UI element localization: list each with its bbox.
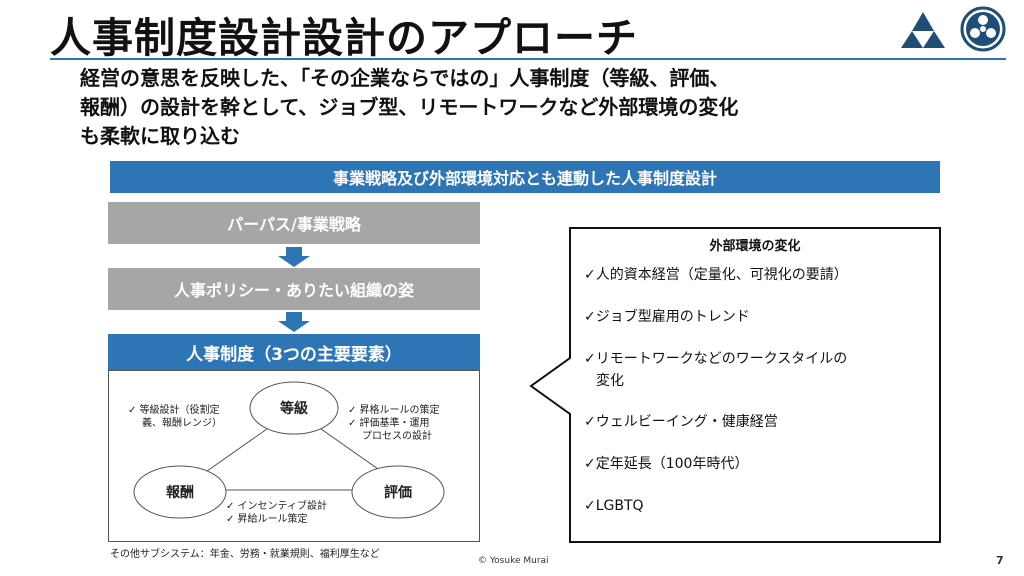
environment-callout-shape: [529, 227, 941, 543]
hr-system-box: 人事制度（3つの主要要素）: [108, 334, 480, 370]
page-title: 人事制度設計設計のアプローチ: [50, 14, 638, 62]
environment-item: ✓リモートワークなどのワークスタイルの: [584, 351, 848, 367]
copyright-text: © Yosuke Murai: [478, 556, 549, 566]
evaluation-note: ✓ 昇格ルールの策定 ✓ 評価基準・運用 プロセスの設計: [348, 404, 440, 443]
lead-text: 経営の意思を反映した、「その企業ならではの」人事制度（等級、評価、 報酬）の設計…: [80, 64, 980, 151]
reward-note-line: ✓ インセンティブ設計: [226, 501, 327, 512]
lead-line-1: 経営の意思を反映した、「その企業ならではの」人事制度（等級、評価、: [80, 66, 730, 90]
triangle-relationship-graphic: [133, 381, 445, 519]
evaluation-note-line: ✓ 昇格ルールの策定: [348, 405, 440, 416]
title-underline: [50, 58, 1006, 60]
triangle-mark-icon: [901, 12, 945, 48]
environment-item: ✓定年延長（100年時代）: [584, 456, 749, 472]
reward-note-line: ✓ 昇給ルール策定: [226, 514, 308, 525]
hr-system-diagram: [108, 370, 480, 542]
lead-line-3: も柔軟に取り込む: [80, 124, 240, 148]
evaluation-note-line: プロセスの設計: [362, 431, 432, 442]
reward-note: ✓ インセンティブ設計 ✓ 昇給ルール策定: [226, 500, 327, 526]
grade-note: ✓ 等級設計（役割定 義、報酬レンジ）: [128, 404, 222, 430]
down-arrow-icon: [278, 247, 310, 267]
other-subsystems-note: その他サブシステム：年金、労務・就業規則、福利厚生など: [110, 549, 380, 560]
environment-heading: 外部環境の変化: [709, 239, 801, 254]
family-crest-icon: [960, 6, 1006, 52]
grade-note-line: ✓ 等級設計（役割定: [128, 405, 220, 416]
purpose-box: パーパス/事業戦略: [108, 202, 480, 244]
evaluation-note-line: ✓ 評価基準・運用: [348, 418, 430, 429]
grade-node: 等級: [280, 401, 308, 417]
environment-item: 変化: [596, 373, 624, 389]
down-arrow-icon: [278, 312, 310, 332]
environment-item: ✓ジョブ型雇用のトレンド: [584, 309, 750, 325]
environment-item: ✓ウェルビーイング・健康経営: [584, 414, 778, 430]
lead-line-2: 報酬）の設計を幹として、ジョブ型、リモートワークなど外部環境の変化: [80, 95, 739, 119]
grade-note-line: 義、報酬レンジ）: [142, 418, 222, 429]
environment-item: ✓人的資本経営（定量化、可視化の要請）: [584, 267, 848, 283]
evaluation-node: 評価: [384, 485, 412, 501]
section-banner: 事業戦略及び外部環境対応とも連動した人事制度設計: [110, 161, 940, 193]
environment-item: ✓LGBTQ: [584, 498, 644, 514]
reward-node: 報酬: [166, 485, 194, 501]
page-number: 7: [996, 554, 1004, 567]
policy-box: 人事ポリシー・ありたい組織の姿: [108, 268, 480, 310]
